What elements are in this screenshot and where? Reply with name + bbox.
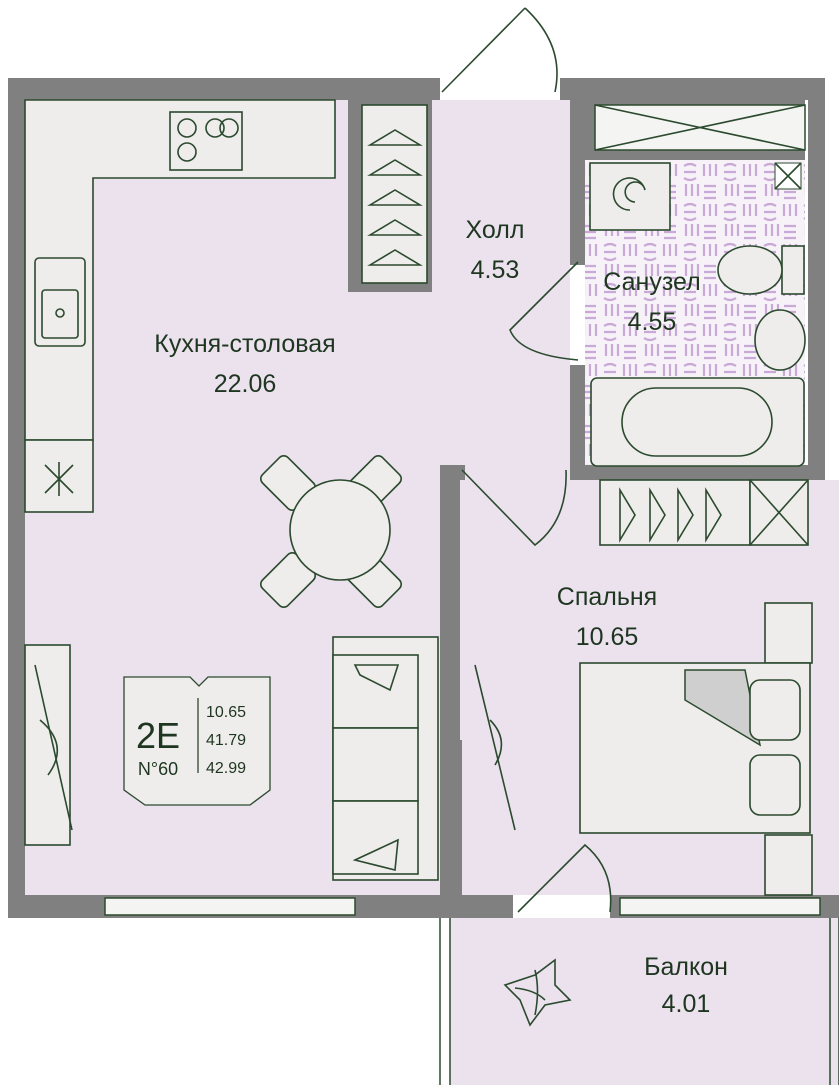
tv bbox=[24, 644, 73, 846]
bathroom-fixtures bbox=[589, 162, 806, 467]
badge-area-3: 42.99 bbox=[206, 760, 246, 777]
bedroom-tv bbox=[474, 664, 516, 831]
bedroom-name: Спальня bbox=[557, 583, 657, 611]
bedroom-wardrobe bbox=[599, 479, 809, 546]
dining-table bbox=[259, 454, 403, 609]
badge-area-1: 10.65 bbox=[206, 704, 246, 721]
hall-wardrobe bbox=[348, 100, 432, 292]
apartment-number: N°60 bbox=[138, 759, 178, 779]
balcony-area: 4.01 bbox=[662, 990, 711, 1018]
hall-area: 4.53 bbox=[471, 256, 520, 284]
doors bbox=[441, 7, 612, 913]
bed bbox=[579, 602, 813, 896]
bathroom-name: Санузел bbox=[603, 268, 700, 296]
balcony-name: Балкон bbox=[644, 953, 728, 981]
kitchen-name: Кухня-столовая bbox=[154, 330, 335, 358]
walls bbox=[8, 78, 839, 1085]
badge-area-2: 41.79 bbox=[206, 732, 246, 749]
bathroom-area: 4.55 bbox=[628, 308, 677, 336]
hall-name: Холл bbox=[466, 216, 525, 244]
plant-icon bbox=[503, 958, 572, 1027]
sofa bbox=[332, 636, 439, 881]
kitchen-area: 22.06 bbox=[214, 370, 277, 398]
bedroom-area: 10.65 bbox=[576, 623, 639, 651]
balcony-floor bbox=[450, 918, 839, 1085]
apartment-type: 2E bbox=[136, 715, 180, 756]
kitchen-counter bbox=[24, 99, 336, 513]
apartment-badge: 2E N°60 10.65 41.79 42.99 bbox=[123, 676, 271, 806]
